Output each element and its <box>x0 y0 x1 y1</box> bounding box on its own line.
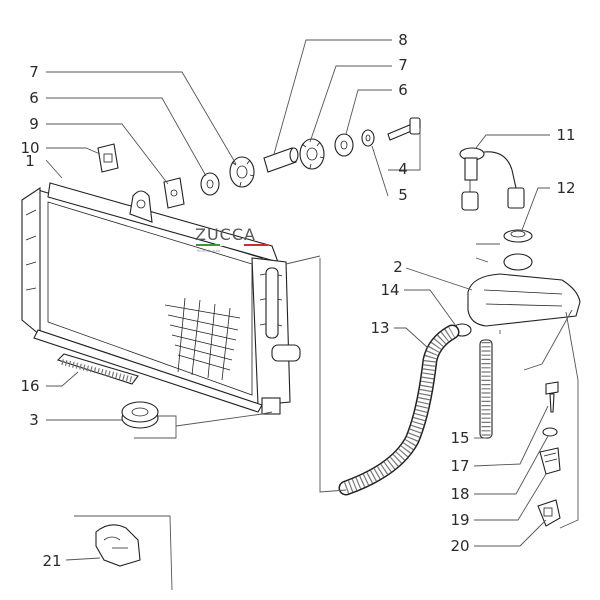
bracket-9 <box>163 177 185 209</box>
hose-15 <box>479 339 493 439</box>
callout-1: 1 <box>25 152 35 170</box>
callout-16: 16 <box>20 377 39 395</box>
callout-3: 3 <box>29 411 39 429</box>
watermark-subtitle: Ricambi auto <box>197 249 220 253</box>
callout-20: 20 <box>450 537 469 555</box>
strip-16 <box>56 353 139 385</box>
spacer-8 <box>263 147 299 173</box>
washer-6-left <box>200 172 220 196</box>
callout-4: 4 <box>398 160 408 178</box>
bush-7-right <box>299 138 325 170</box>
callout-19: 19 <box>450 511 469 529</box>
clip-10 <box>97 143 119 173</box>
callout-8: 8 <box>398 31 408 49</box>
leader-lines <box>45 39 579 591</box>
callout-11: 11 <box>556 126 575 144</box>
callout-9: 9 <box>29 115 39 133</box>
callout-7-right: 7 <box>398 56 408 74</box>
callout-6-right: 6 <box>398 81 408 99</box>
washer-6-right <box>334 133 354 157</box>
callout-7-left: 7 <box>29 63 39 81</box>
watermark-title: ZUCCA <box>195 225 256 244</box>
callout-15: 15 <box>450 429 469 447</box>
pad-3 <box>121 401 159 429</box>
bush-7-left <box>229 156 255 188</box>
cap-12 <box>503 229 533 243</box>
flag-stripe-green <box>196 244 220 246</box>
callout-14: 14 <box>380 281 399 299</box>
callout-labels: 1 2 3 4 5 6 6 7 7 8 9 10 11 12 13 14 15 … <box>20 31 575 570</box>
level-sensor-11 <box>459 147 525 211</box>
bracket-21 <box>95 524 141 567</box>
flag-stripe-red <box>244 244 268 246</box>
callout-10: 10 <box>20 139 39 157</box>
bolt-4 <box>387 117 421 141</box>
clip-20 <box>537 499 561 527</box>
flag-stripe-white <box>220 244 244 246</box>
callout-2: 2 <box>393 258 403 276</box>
screw-17 <box>545 381 559 413</box>
callout-12: 12 <box>556 179 575 197</box>
callout-5: 5 <box>398 186 408 204</box>
washer-18 <box>542 427 558 437</box>
watermark: ZUCCA Ricambi auto <box>195 225 268 253</box>
hose-13 <box>338 324 460 496</box>
callout-17: 17 <box>450 457 469 475</box>
expansion-tank-2 <box>467 253 581 327</box>
callout-6-left: 6 <box>29 89 39 107</box>
radiator <box>21 182 301 415</box>
callout-21: 21 <box>42 552 61 570</box>
washer-5 <box>361 129 375 147</box>
callout-18: 18 <box>450 485 469 503</box>
grommet-19 <box>539 447 561 475</box>
callout-13: 13 <box>370 319 389 337</box>
